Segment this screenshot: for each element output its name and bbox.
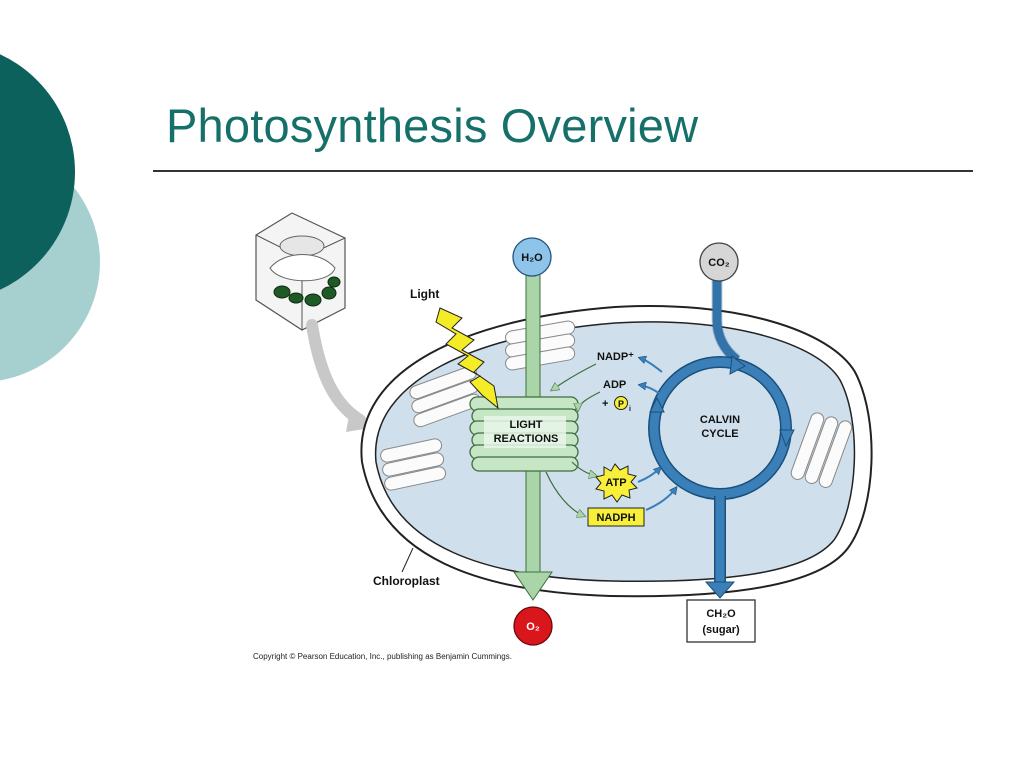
pi-prefix: + — [602, 398, 608, 410]
pi-symbol: P — [618, 399, 624, 409]
nadp-arrow — [640, 358, 663, 373]
co2-circle — [699, 242, 739, 282]
plant-cell-illustration — [255, 212, 346, 331]
adp-to-light-arrow — [578, 391, 601, 410]
light-reactions-line1: LIGHT — [510, 419, 543, 431]
atp-starburst-icon — [595, 463, 638, 503]
copyright-notice: Copyright © Pearson Education, Inc., pub… — [253, 652, 512, 661]
oxygen-circle — [513, 606, 553, 646]
light-label: Light — [410, 287, 439, 301]
light-reactions-line2: REACTIONS — [494, 433, 559, 445]
nadph-label: NADPH — [596, 512, 635, 524]
calvin-cycle-line1: CALVIN — [700, 414, 740, 426]
light-to-atp-arrow — [571, 461, 596, 476]
light-to-nadph-arrow — [545, 471, 584, 516]
light-bolt-icon — [435, 307, 499, 410]
sugar-line2: (sugar) — [702, 624, 740, 636]
adp-label: ADP — [603, 379, 626, 391]
zoom-arrow — [306, 319, 366, 426]
atp-to-calvin-arrow — [637, 468, 660, 483]
slide-title: Photosynthesis Overview — [166, 99, 699, 152]
nadph-to-calvin-arrow — [645, 488, 676, 511]
chloroplast-label: Chloroplast — [373, 574, 440, 588]
sugar-box — [686, 599, 756, 643]
calvin-cycle-line2: CYCLE — [701, 428, 738, 440]
water-circle — [512, 237, 552, 277]
oxygen-label: O₂ — [526, 621, 540, 633]
light-reactions-label-bg — [484, 416, 566, 448]
phosphate-icon — [614, 396, 628, 410]
nadp-to-light-arrow — [552, 363, 597, 390]
decor-circle-dark — [0, 54, 75, 290]
chloroplast-leader-line — [401, 547, 414, 573]
chloroplast — [360, 305, 873, 598]
water-label: H₂O — [521, 252, 543, 264]
atp-label: ATP — [605, 477, 626, 489]
calvin-cycle — [648, 276, 795, 599]
sugar-line1: CH₂O — [706, 608, 736, 620]
adp-arrow — [640, 385, 661, 395]
nadp-label: NADP⁺ — [597, 351, 634, 363]
nadph-box — [587, 507, 645, 527]
co2-label: CO₂ — [708, 257, 730, 269]
title-rule — [153, 170, 973, 172]
pi-subscript: i — [629, 406, 631, 413]
